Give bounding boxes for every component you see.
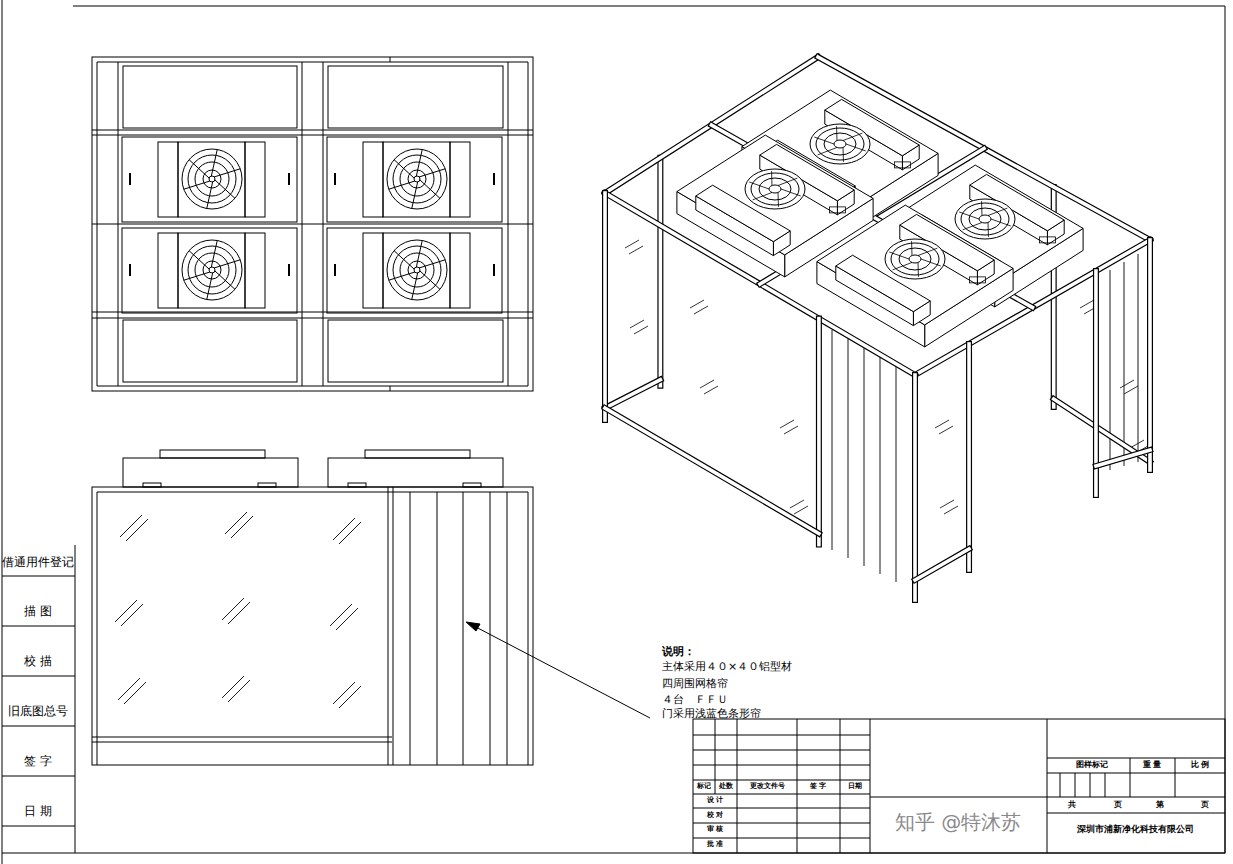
title-block-cell: 日期 — [848, 783, 862, 791]
title-block-cell: 比 例 — [1191, 761, 1210, 770]
title-block-cell: 批 准 — [707, 841, 723, 849]
margin-label: 旧底图总号 — [8, 705, 68, 718]
watermark: 知乎 @特沐苏 — [895, 811, 1021, 833]
title-block-cell: 共 — [1068, 801, 1076, 810]
title-block-cell: 深圳市浦新净化科技有限公司 — [1077, 825, 1194, 835]
title-block-cell: 处数 — [719, 783, 733, 791]
note-text: 门采用浅蓝色条形帘 — [662, 708, 761, 720]
title-block-cell: 页 — [1201, 801, 1209, 810]
margin-label: 借通用件登记 — [2, 556, 74, 569]
note-text: 主体采用４０×４０铝型材 — [662, 661, 792, 673]
title-block-cell: 审 核 — [707, 826, 723, 834]
title-block-cell: 页 — [1114, 801, 1122, 810]
title-block-cell: 更改文件号 — [750, 783, 785, 791]
note-text: 四周围网格帘 — [662, 678, 728, 690]
margin-label: 日 期 — [24, 805, 52, 818]
title-block-cell: 第 — [1156, 801, 1164, 810]
title-block-cell: 校 对 — [707, 812, 723, 820]
title-block-cell: 签 字 — [810, 783, 826, 791]
title-block-cell: 重 量 — [1143, 761, 1162, 770]
title-block-cell: 标记 — [697, 783, 711, 791]
title-block-cell: 图样标记 — [1076, 761, 1108, 770]
margin-label: 描 图 — [24, 605, 52, 618]
note-text: ４台 ＦＦＵ — [662, 694, 728, 706]
margin-label: 签 字 — [24, 755, 52, 768]
note-text: 说明： — [662, 646, 695, 658]
margin-label: 校 描 — [24, 655, 52, 668]
title-block-cell: 设 计 — [707, 797, 723, 805]
